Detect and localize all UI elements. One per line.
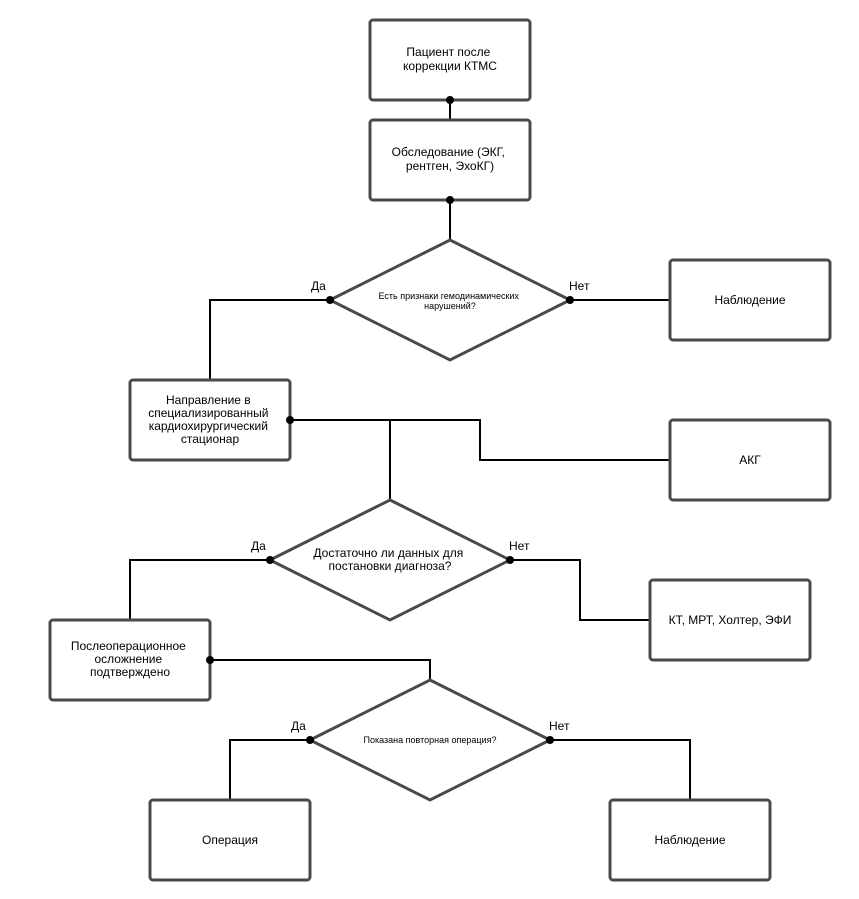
node-referral-label: Направление в специализированный кардиох…	[148, 393, 272, 446]
decision3-no-label: Нет	[549, 719, 570, 733]
node-patient-label: Пациент после коррекции КТМС	[403, 45, 497, 73]
connector-decision3-no	[550, 739, 691, 800]
node-observation1-label: Наблюдение	[714, 293, 785, 307]
connector-complication-decision3	[210, 659, 431, 680]
decision2-no-label: Нет	[509, 539, 530, 553]
node-referral: Направление в специализированный кардиох…	[128, 378, 292, 462]
node-patient: Пациент после коррекции КТМС	[368, 18, 532, 102]
connection-points	[206, 96, 574, 744]
connector-decision1-yes	[209, 299, 330, 380]
node-complication-label: Послеоперационное осложнение подтвержден…	[71, 639, 189, 679]
node-exam-label: Обследование (ЭКГ, рентген, ЭхоКГ)	[392, 145, 509, 173]
connection-point	[566, 296, 574, 304]
connection-point	[446, 96, 454, 104]
node-decision1-label: Есть признаки гемодинамических нарушений…	[379, 291, 522, 311]
connection-point	[506, 556, 514, 564]
node-decision1: Есть признаки гемодинамических нарушений…	[326, 238, 574, 362]
node-decision3-label: Показана повторная операция?	[364, 735, 497, 745]
node-decision2: Достаточно ли данных для постановки диаг…	[266, 498, 514, 622]
connection-point	[446, 196, 454, 204]
connector-decision2-yes	[129, 559, 270, 620]
connectors	[129, 100, 691, 800]
node-ct: КТ, МРТ, Холтер, ЭФИ	[648, 578, 812, 662]
node-operation-label: Операция	[202, 833, 258, 847]
connection-point	[546, 736, 554, 744]
connector-referral-akg	[290, 419, 670, 461]
connection-point	[206, 656, 214, 664]
decision3-yes-label: Да	[291, 719, 306, 733]
connection-point	[306, 736, 314, 744]
connection-point	[266, 556, 274, 564]
node-ct-label: КТ, МРТ, Холтер, ЭФИ	[669, 613, 792, 627]
node-operation: Операция	[148, 798, 312, 882]
decision2-yes-label: Да	[251, 539, 266, 553]
node-complication: Послеоперационное осложнение подтвержден…	[48, 618, 212, 702]
decision1-no-label: Нет	[569, 279, 590, 293]
node-akg-label: АКГ	[739, 453, 761, 467]
branch-labels: Да Нет Да Нет Да Нет	[251, 279, 590, 733]
connector-decision3-yes	[229, 739, 310, 800]
decision1-yes-label: Да	[311, 279, 326, 293]
node-observation2: Наблюдение	[608, 798, 772, 882]
node-observation2-label: Наблюдение	[654, 833, 725, 847]
node-decision3: Показана повторная операция?	[306, 678, 554, 802]
connector-decision2-no	[510, 559, 650, 621]
node-observation1: Наблюдение	[668, 258, 832, 342]
node-decision2-label: Достаточно ли данных для постановки диаг…	[313, 546, 466, 573]
connection-point	[326, 296, 334, 304]
node-exam: Обследование (ЭКГ, рентген, ЭхоКГ)	[368, 118, 532, 202]
node-akg: АКГ	[668, 418, 832, 502]
connection-point	[286, 416, 294, 424]
